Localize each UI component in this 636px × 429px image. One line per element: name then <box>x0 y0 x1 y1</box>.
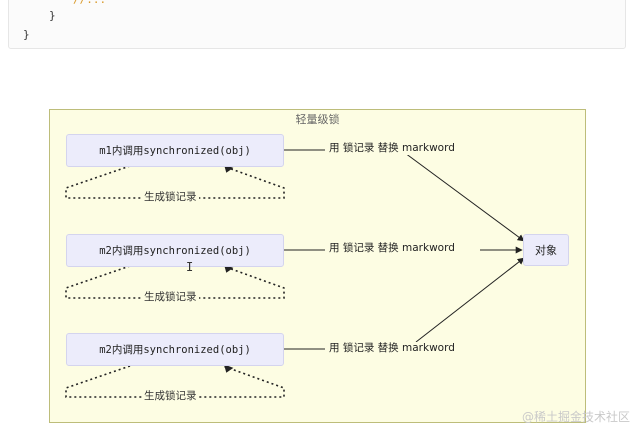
code-comment-line: //... <box>73 0 106 7</box>
node-object: 对象 <box>523 234 569 266</box>
lightweight-lock-group: 轻量级锁 <box>49 109 586 423</box>
node-m2-synchronized-b: m2内调用synchronized(obj) <box>66 333 284 366</box>
loop-label-2: 生成锁记录 <box>142 291 199 304</box>
edge-label-2: 用 锁记录 替换 markword <box>327 242 457 255</box>
edge-3 <box>284 257 525 350</box>
text-cursor-icon: I <box>186 260 194 274</box>
node-m1-synchronized: m1内调用synchronized(obj) <box>66 134 284 167</box>
loop-label-1: 生成锁记录 <box>142 191 199 204</box>
edge-1 <box>284 149 525 242</box>
node-label: m2内调用synchronized(obj) <box>99 245 251 257</box>
edge-label-1: 用 锁记录 替换 markword <box>327 142 457 155</box>
node-m2-synchronized-a: m2内调用synchronized(obj) <box>66 234 284 267</box>
node-label: m2内调用synchronized(obj) <box>99 344 251 356</box>
group-title: 轻量级锁 <box>295 113 340 126</box>
code-closing-brace-outer: } <box>23 28 30 41</box>
edge-label-3: 用 锁记录 替换 markword <box>327 342 457 355</box>
code-snippet: //... } } <box>8 0 626 49</box>
loop-label-3: 生成锁记录 <box>142 390 199 403</box>
watermark: @稀土掘金技术社区 <box>521 410 630 424</box>
node-label: m1内调用synchronized(obj) <box>99 145 251 157</box>
code-closing-brace-inner: } <box>49 9 56 22</box>
node-label: 对象 <box>535 244 557 257</box>
